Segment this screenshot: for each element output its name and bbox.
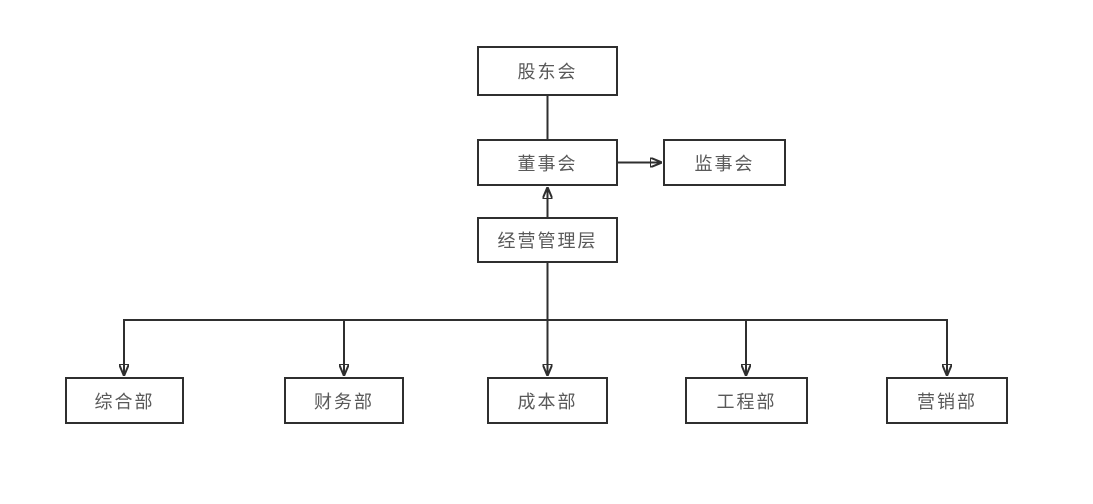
node-engineering-department-label: 工程部 [716,391,777,412]
node-finance-department[interactable]: 财务部 [284,377,404,424]
node-finance-department-label: 财务部 [314,391,374,412]
node-general-department-label: 综合部 [94,391,155,412]
node-board-of-directors[interactable]: 董事会 [477,139,618,186]
node-board-of-directors-label: 董事会 [517,153,578,174]
node-general-department[interactable]: 综合部 [65,377,184,424]
node-supervisory-board-label: 监事会 [694,153,755,174]
node-marketing-department[interactable]: 营销部 [886,377,1008,424]
node-engineering-department[interactable]: 工程部 [685,377,808,424]
node-shareholders-meeting[interactable]: 股东会 [477,46,618,96]
node-management-level[interactable]: 经营管理层 [477,217,618,263]
node-management-level-label: 经营管理层 [497,231,598,251]
node-cost-department-label: 成本部 [517,391,578,412]
node-supervisory-board[interactable]: 监事会 [663,139,786,186]
node-marketing-department-label: 营销部 [917,391,977,412]
node-cost-department[interactable]: 成本部 [487,377,608,424]
node-shareholders-meeting-label: 股东会 [517,62,578,82]
